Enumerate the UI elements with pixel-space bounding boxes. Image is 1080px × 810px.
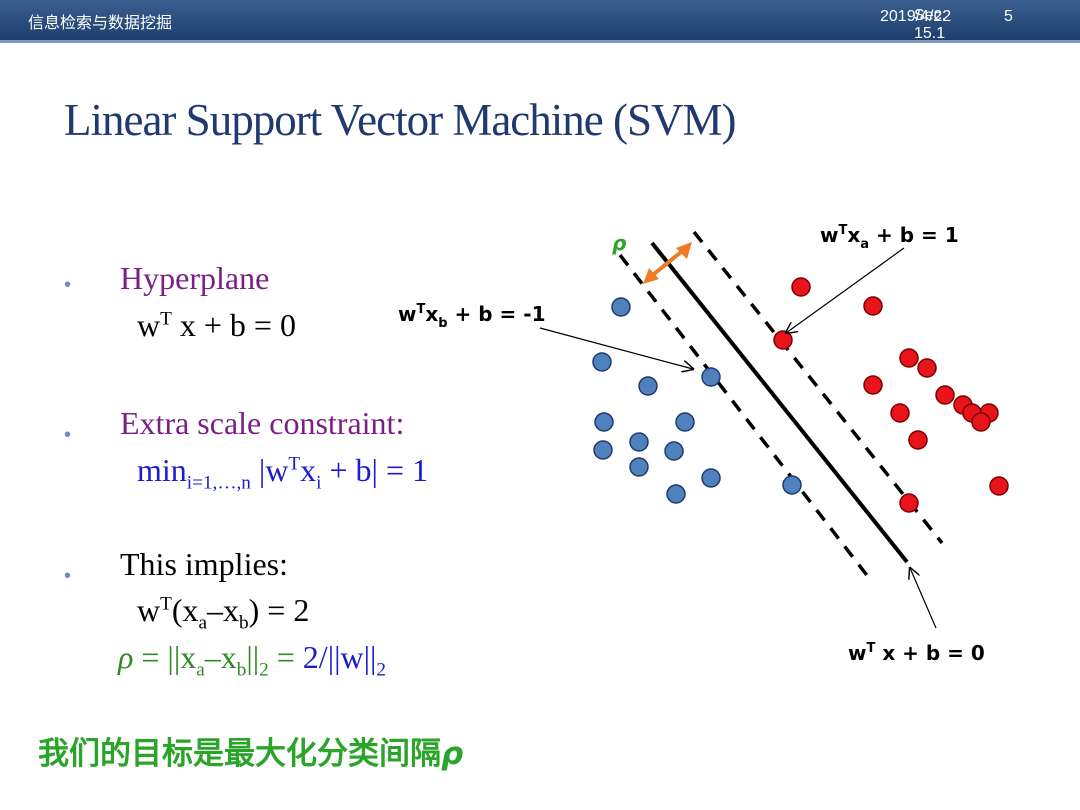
upper-margin-line (692, 230, 944, 545)
upper-margin-pointer (786, 247, 905, 333)
page-number: 5 (1004, 8, 1013, 25)
header-divider (0, 40, 1080, 43)
goal-statement: 我们的目标是最大化分类间隔ρ (38, 728, 463, 773)
bullet-marker: • (64, 565, 72, 587)
margin-width-equation: ρ = ||xa–xb||2 = 2/||w||2 (118, 639, 387, 681)
goal-rho-symbol: ρ (441, 736, 464, 772)
upper-margin-label: wTxa + b = 1 (820, 223, 959, 252)
margin-arrow (643, 242, 692, 284)
section-overlay: Sec. 15.1 (914, 7, 947, 42)
hyperplane-label: wT x + b = 0 (848, 641, 985, 665)
bullet-heading-hyperplane: Hyperplane (120, 260, 270, 296)
margin-difference-equation: wT(xa–xb) = 2 (137, 592, 310, 634)
class-b-points (592, 297, 802, 504)
bullet-marker: • (64, 424, 72, 446)
slide-date: 2019/4/22 Sec. 15.1 5 (880, 7, 1013, 42)
lower-margin-label: wTxb + b = -1 (398, 302, 545, 331)
date-stamp: 2019/4/22 (880, 8, 952, 25)
slide-title: Linear Support Vector Machine (SVM) (64, 95, 737, 145)
lower-margin-line (618, 253, 871, 580)
course-title: 信息检索与数据挖掘 (28, 13, 173, 32)
hyperplane-line (650, 241, 909, 564)
hyperplane-pointer (910, 568, 937, 629)
hyperplane-equation: wT x + b = 0 (137, 307, 296, 343)
goal-text: 我们的目标是最大化分类间隔 (38, 736, 441, 772)
header-bar (0, 0, 1080, 40)
bullet-heading-implies: This implies: (120, 546, 288, 582)
class-a-points (773, 277, 1009, 513)
lower-margin-pointer (539, 327, 693, 369)
bullet-heading-constraint: Extra scale constraint: (120, 405, 405, 441)
constraint-equation: mini=1,…,n |wTxi + b| = 1 (137, 452, 428, 494)
bullet-marker: • (64, 274, 72, 296)
rho-label: ρ (612, 231, 626, 255)
